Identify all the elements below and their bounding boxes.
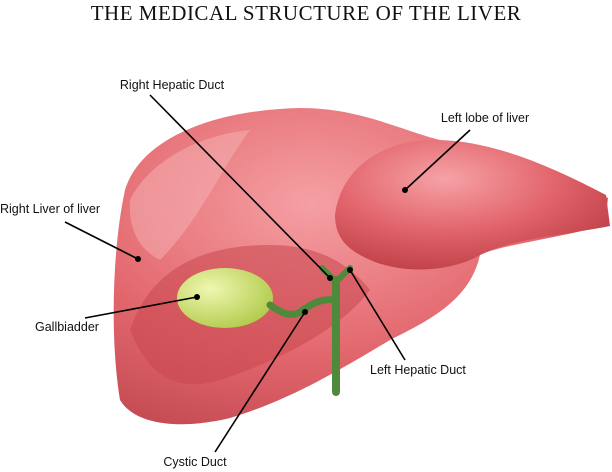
label-right-liver: Right Liver of liver (0, 202, 100, 216)
liver-right-highlight (129, 130, 250, 260)
label-left-lobe: Left lobe of liver (441, 111, 529, 125)
label-gallbladder: Gallbiadder (35, 320, 99, 334)
label-left-hepatic-duct: Left Hepatic Duct (370, 363, 466, 377)
label-cystic-duct: Cystic Duct (163, 455, 227, 469)
liver-left-lobe (335, 139, 610, 270)
leader-lines (64, 94, 471, 453)
label-right-hepatic-duct: Right Hepatic Duct (120, 78, 225, 92)
bile-ducts (266, 265, 353, 396)
gallbladder (177, 268, 273, 328)
diagram-title: THE MEDICAL STRUCTURE OF THE LIVER (91, 1, 522, 25)
